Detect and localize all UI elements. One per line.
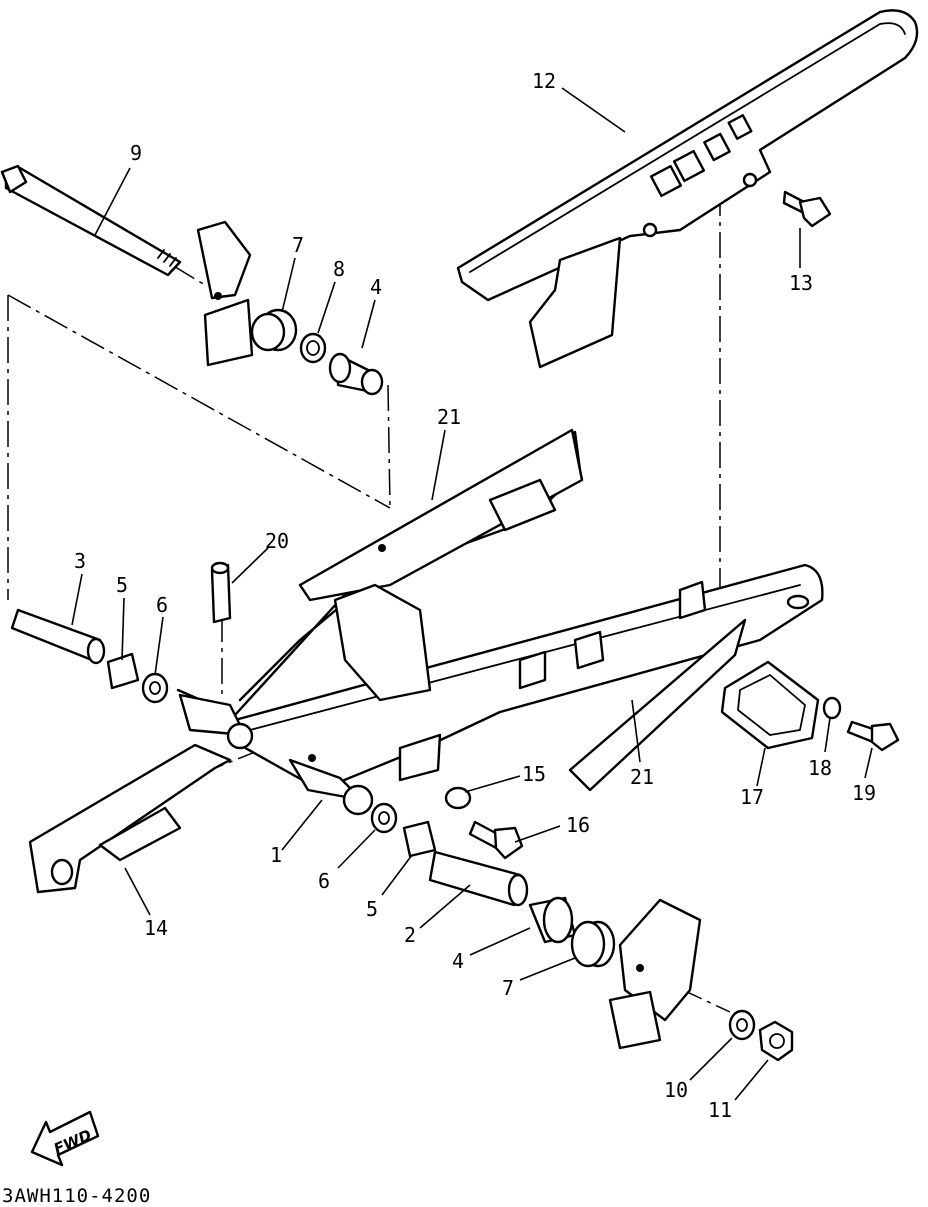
- washer-6-left: [141, 672, 169, 704]
- oil-seal: [299, 332, 327, 364]
- callout-10: 10: [664, 1078, 688, 1102]
- callout-8: 8: [333, 257, 345, 281]
- cover-17: [720, 660, 820, 750]
- callout-18: 18: [808, 756, 832, 780]
- callout-labels: 12 9 7 8 4 13 21 20 3 5 6 15 16 21 17 18…: [74, 69, 876, 1122]
- washer-15: [444, 786, 472, 810]
- sleeve-2: [428, 850, 529, 907]
- washer-6-right: [370, 802, 398, 834]
- callout-2: 2: [404, 923, 416, 947]
- washer-10: [728, 1009, 756, 1041]
- collar-7-lower: [570, 920, 616, 968]
- bolt-13: [782, 190, 832, 228]
- frame-bracket-upper: [196, 220, 254, 367]
- bushing-upper: [328, 352, 384, 396]
- fwd-arrow-icon: FWD: [30, 1110, 100, 1167]
- bolt-19: [846, 720, 900, 752]
- callout-7: 7: [502, 976, 514, 1000]
- pivot-boss-left: [178, 693, 254, 750]
- bolt-18: [822, 696, 842, 720]
- swingarm: [176, 428, 824, 792]
- callout-4: 4: [452, 949, 464, 973]
- bushing-5-left: [106, 652, 140, 690]
- callout-21: 21: [630, 765, 654, 789]
- callout-15: 15: [522, 762, 546, 786]
- callout-3: 3: [74, 549, 86, 573]
- callout-5: 5: [366, 897, 378, 921]
- diagram-code: 3AWH110-4200: [2, 1185, 151, 1207]
- callout-12: 12: [532, 69, 556, 93]
- bushing-5-right: [402, 820, 437, 858]
- callout-7: 7: [292, 233, 304, 257]
- callout-17: 17: [740, 785, 764, 809]
- callout-16: 16: [566, 813, 590, 837]
- callout-20: 20: [265, 529, 289, 553]
- callout-6: 6: [156, 593, 168, 617]
- callout-14: 14: [144, 916, 168, 940]
- pivot-shaft: [0, 164, 182, 277]
- bushing-4-lower: [528, 896, 577, 944]
- chain-slider: [28, 743, 232, 894]
- bolt-16: [468, 820, 524, 860]
- callout-6: 6: [318, 869, 330, 893]
- frame-bracket-lower: [608, 898, 702, 1050]
- callout-4: 4: [370, 275, 382, 299]
- leader-lines: [71, 87, 873, 1101]
- grease-nipple: [210, 561, 232, 624]
- callout-21: 21: [437, 405, 461, 429]
- callout-5: 5: [116, 573, 128, 597]
- sleeve-3: [10, 608, 106, 665]
- collar-upper: [250, 308, 298, 352]
- callout-13: 13: [789, 271, 813, 295]
- callout-1: 1: [270, 843, 282, 867]
- callout-9: 9: [130, 141, 142, 165]
- nut-11: [758, 1020, 794, 1062]
- pivot-boss-right: [288, 754, 374, 816]
- chain-case: [456, 9, 919, 369]
- callout-19: 19: [852, 781, 876, 805]
- callout-11: 11: [708, 1098, 732, 1122]
